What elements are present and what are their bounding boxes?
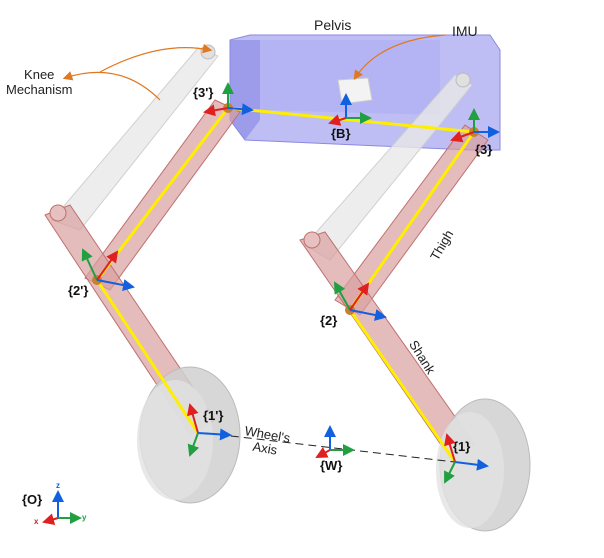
world-z-label: z: [56, 481, 60, 490]
frame-label-2: {2}: [320, 313, 338, 328]
frame-1-axes: [444, 433, 489, 484]
frame-W-axes: [315, 425, 355, 458]
pelvis-label: Pelvis: [314, 17, 352, 33]
world-y-label: y: [82, 513, 87, 522]
imu-label: IMU: [452, 23, 478, 39]
frame-label-2p: {2'}: [68, 283, 89, 298]
frame-label-W: {W}: [320, 458, 343, 473]
frame-label-1p: {1'}: [203, 408, 224, 423]
frame-label-1: {1}: [453, 439, 471, 454]
left-knee-pivot: [200, 44, 216, 60]
frame-3-axes: [450, 108, 500, 143]
frame-3p-axes: [203, 82, 254, 117]
frame-label-3: {3}: [475, 142, 493, 157]
frame-2-axes: [334, 281, 387, 321]
frame-B-axes: [328, 93, 372, 126]
frame-O-axes: [42, 490, 82, 526]
imu-cube: [337, 77, 373, 105]
right-shank-pivot: [303, 231, 321, 249]
left-shank-pivot: [49, 204, 67, 222]
frame-label-B: {B}: [331, 126, 351, 141]
frame-label-3p: {3'}: [193, 85, 214, 100]
frame-2p-axes: [81, 248, 135, 291]
knee-annotation-arrow: [62, 71, 161, 101]
imu-annotation-arrow: [353, 34, 446, 81]
frame-label-O: {O}: [22, 492, 43, 507]
wheel-axis-line: [204, 432, 456, 463]
frame-1p-axes: [186, 403, 232, 457]
knee-annotation-arrow-2: [99, 43, 213, 73]
knee-mechanism-label: Knee Mechanism: [6, 67, 73, 97]
kinematic-chain-pelvis: [227, 106, 475, 134]
world-x-label: x: [34, 517, 39, 526]
right-knee-pivot: [455, 72, 471, 88]
